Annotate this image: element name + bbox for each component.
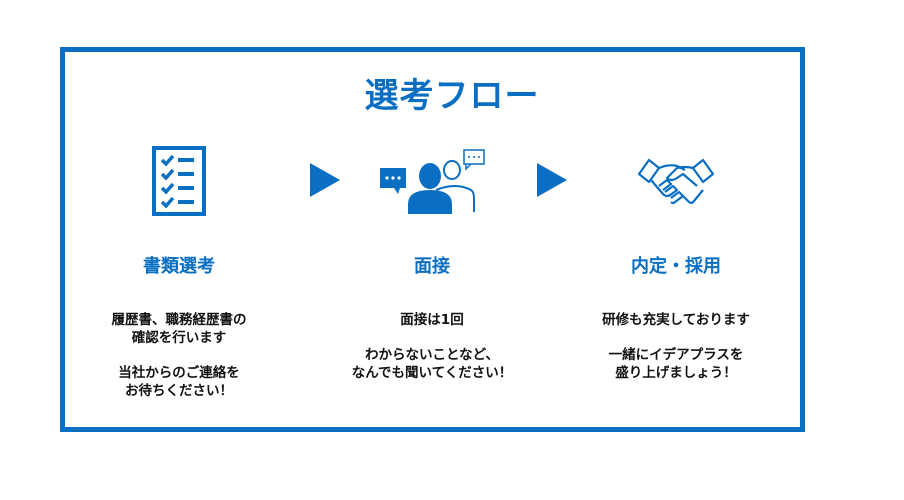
arrow-right-icon xyxy=(537,163,567,197)
step-description-interview: 面接は1回 わからないことなど、 なんでも聞いてください！ xyxy=(317,311,547,399)
step-description-document-screening: 履歴書、職務経歴書の 確認を行います 当社からのご連絡を お待ちください！ xyxy=(64,311,294,417)
description-paragraph: 当社からのご連絡を お待ちください！ xyxy=(118,365,240,399)
description-paragraph: わからないことなど、 なんでも聞いてください！ xyxy=(351,347,513,381)
description-paragraph: 履歴書、職務経歴書の 確認を行います xyxy=(111,312,247,346)
description-paragraph: 一緒にイデアプラスを 盛り上げましょう！ xyxy=(608,347,744,381)
step-heading-document-screening: 書類選考 xyxy=(143,256,215,277)
checklist-icon xyxy=(152,146,206,216)
step-description-offer: 研修も充実しております 一緒にイデアプラスを 盛り上げましょう！ xyxy=(561,311,791,399)
description-paragraph: 研修も充実しております xyxy=(602,312,750,328)
step-heading-offer: 内定・採用 xyxy=(631,256,721,277)
handshake-icon xyxy=(637,158,715,205)
step-heading-interview: 面接 xyxy=(414,256,450,277)
flow-frame xyxy=(60,47,805,432)
arrow-right-icon xyxy=(310,163,340,197)
interview-people-icon xyxy=(380,149,485,214)
description-paragraph: 面接は1回 xyxy=(400,312,464,328)
page-title: 選考フロー xyxy=(364,76,540,116)
